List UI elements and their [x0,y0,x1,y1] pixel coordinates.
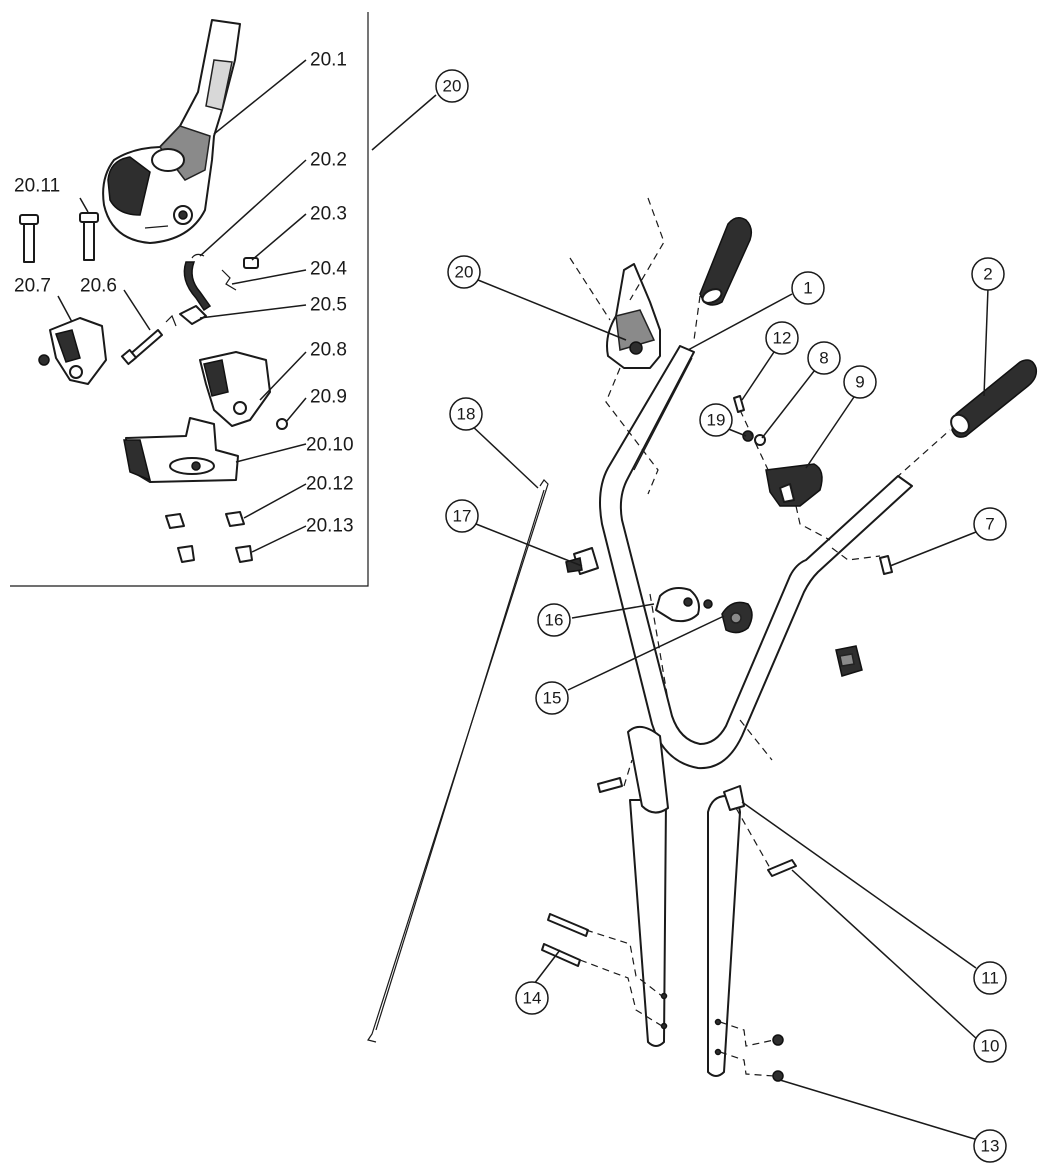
part-13-nuts [772,1034,784,1082]
part-20-5-pawl [165,305,207,327]
label-20-3: 20.3 [310,204,347,225]
part-20-4-clip [221,269,237,291]
part-20-13-nuts [177,545,253,563]
part-2-grip [950,359,1038,438]
label-20-12: 20.12 [306,474,354,495]
part-grip-left [699,217,753,306]
part-12-screw [733,395,745,413]
part-9-lever [765,463,823,507]
label-20-7: 20.7 [14,276,51,297]
part-17-clamp [565,547,599,575]
label-20-1: 20.1 [310,50,347,71]
callout-2: 2 [983,265,992,284]
part-16-knob [655,587,713,623]
part-20-1-housing [102,19,241,244]
callout-10: 10 [981,1037,1000,1056]
label-20-13: 20.13 [306,516,354,537]
part-20-10-base [123,417,239,483]
label-20-11: 20.11 [14,176,60,197]
callout-7: 7 [985,515,994,534]
label-20-5: 20.5 [310,295,347,316]
callout-16: 16 [545,611,564,630]
part-block [835,645,863,677]
callout-8: 8 [819,349,828,368]
callout-1: 1 [803,279,812,298]
label-20-8: 20.8 [310,340,347,361]
inset-border [10,12,369,587]
part-18-rod [367,479,549,1043]
callout-12: 12 [773,329,792,348]
part-20-3-spring [243,257,259,269]
label-20-4: 20.4 [310,259,347,280]
callout-18: 18 [457,405,476,424]
label-20-2: 20.2 [310,150,347,171]
part-1-handlebar [599,345,913,770]
part-20-2-cable [183,253,212,312]
label-20-10: 20.10 [306,435,354,456]
callout-13: 13 [981,1137,1000,1156]
part-20-12-nuts [165,511,245,529]
callout-11: 11 [981,969,999,988]
part-20-8-bracket [199,351,271,427]
main-assembly: 1 2 7 8 9 12 19 20 18 17 16 15 11 10 13 … [367,197,1038,1163]
callout-19: 19 [707,411,726,430]
part-lower-tubes [627,725,745,1077]
detail-inset-20: 20.1 20.2 20.3 20.4 20.5 20.6 20.7 20.8 … [10,12,469,587]
part-20-control [606,263,661,369]
label-20-6: 20.6 [80,276,117,297]
part-20-11-pins [19,212,99,263]
part-20-9-washer [276,418,288,430]
callout-20-detail: 20 [443,77,462,96]
part-lower-bolts [541,777,797,967]
callout-9: 9 [855,373,864,392]
callout-20: 20 [455,263,474,282]
label-20-9: 20.9 [310,387,347,408]
callout-15: 15 [543,689,562,708]
callout-17: 17 [453,507,472,526]
part-7-pin [879,555,893,575]
part-20-7-bracket [38,317,107,385]
callout-14: 14 [523,989,542,1008]
part-15-knob [721,601,753,634]
part-20-6-bolt [120,329,163,366]
